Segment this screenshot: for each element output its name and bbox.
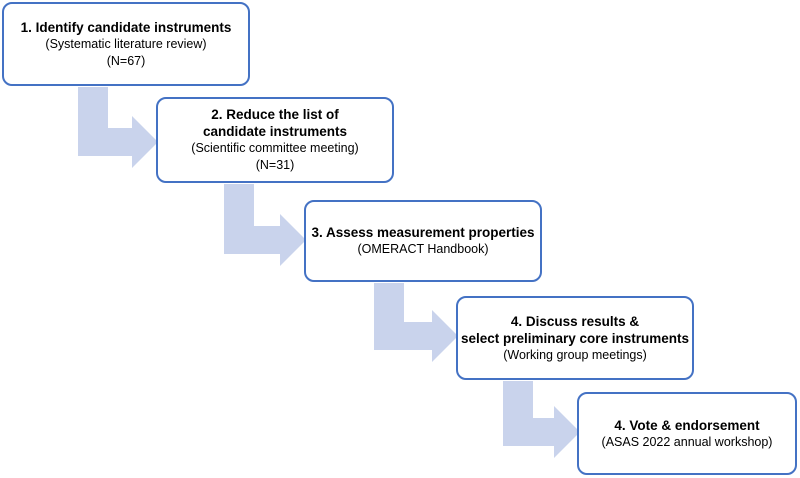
step-2-count: (N=31) — [255, 158, 295, 172]
step-3-subtitle: (OMERACT Handbook) — [357, 242, 489, 256]
step-1-box: 1. Identify candidate instruments (Syste… — [2, 2, 250, 86]
step-2-box: 2. Reduce the list of candidate instrume… — [156, 97, 394, 183]
step-2-title-line-2: candidate instruments — [202, 124, 348, 139]
step-3-title: 3. Assess measurement properties — [311, 225, 535, 240]
arrow-step4-to-step5 — [503, 381, 580, 458]
step-5-title: 4. Vote & endorsement — [614, 417, 760, 433]
step-1-subtitle: (Systematic literature review) — [45, 36, 207, 51]
step-1-count: (N=67) — [106, 53, 146, 68]
arrow-step3-to-step4 — [374, 283, 458, 362]
step-1-title: 1. Identify candidate instruments — [20, 19, 232, 35]
step-2-subtitle: (Scientific committee meeting) — [191, 141, 359, 155]
step-2-title-line-1: 2. Reduce the list of — [211, 107, 339, 122]
step-3-box: 3. Assess measurement properties (OMERAC… — [304, 200, 542, 282]
step-4-box: 4. Discuss results & select preliminary … — [456, 296, 694, 380]
arrow-step2-to-step3 — [224, 184, 306, 266]
step-4-title-line-1: 4. Discuss results & — [510, 313, 640, 329]
step-5-subtitle: (ASAS 2022 annual workshop) — [601, 434, 773, 449]
step-4-subtitle: (Working group meetings) — [503, 347, 647, 362]
step-4-title-line-2: select preliminary core instruments — [460, 330, 690, 346]
step-5-box: 4. Vote & endorsement (ASAS 2022 annual … — [577, 392, 797, 475]
arrow-step1-to-step2 — [78, 87, 158, 168]
